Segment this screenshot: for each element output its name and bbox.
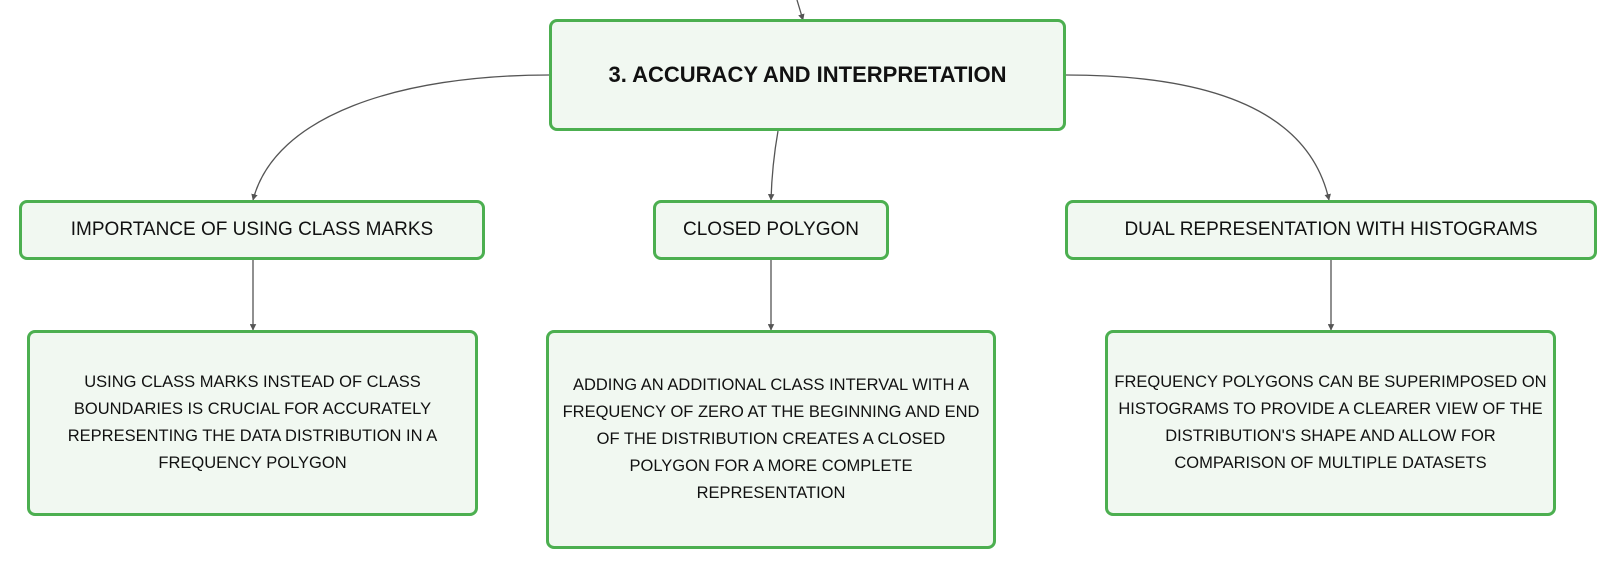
topic-node-label: IMPORTANCE OF USING CLASS MARKS [70,219,434,240]
incoming-connector [796,0,805,21]
detail-node-text: USING CLASS MARKS INSTEAD OF CLASS BOUND… [67,373,438,472]
topic-node-dual-representation[interactable]: DUAL REPRESENTATION WITH HISTOGRAMS [1065,200,1597,260]
connector-root-to-topic-1 [251,74,550,201]
detail-node-dual-representation[interactable]: FREQUENCY POLYGONS CAN BE SUPERIMPOSED O… [1105,330,1556,516]
topic-node-class-marks[interactable]: IMPORTANCE OF USING CLASS MARKS [19,200,485,260]
detail-node-class-marks[interactable]: USING CLASS MARKS INSTEAD OF CLASS BOUND… [27,330,478,516]
root-node-label: 3. ACCURACY AND INTERPRETATION [608,62,1007,87]
detail-node-text: FREQUENCY POLYGONS CAN BE SUPERIMPOSED O… [1114,373,1547,472]
root-node[interactable]: 3. ACCURACY AND INTERPRETATION [549,19,1066,131]
detail-node-text: ADDING AN ADDITIONAL CLASS INTERVAL WITH… [562,376,980,502]
connector-root-to-topic-3 [1065,74,1331,201]
detail-node-closed-polygon[interactable]: ADDING AN ADDITIONAL CLASS INTERVAL WITH… [546,330,996,549]
connector-root-to-topic-2 [767,130,779,201]
topic-node-label: CLOSED POLYGON [683,219,859,240]
topic-node-closed-polygon[interactable]: CLOSED POLYGON [653,200,889,260]
topic-node-label: DUAL REPRESENTATION WITH HISTOGRAMS [1124,219,1538,240]
